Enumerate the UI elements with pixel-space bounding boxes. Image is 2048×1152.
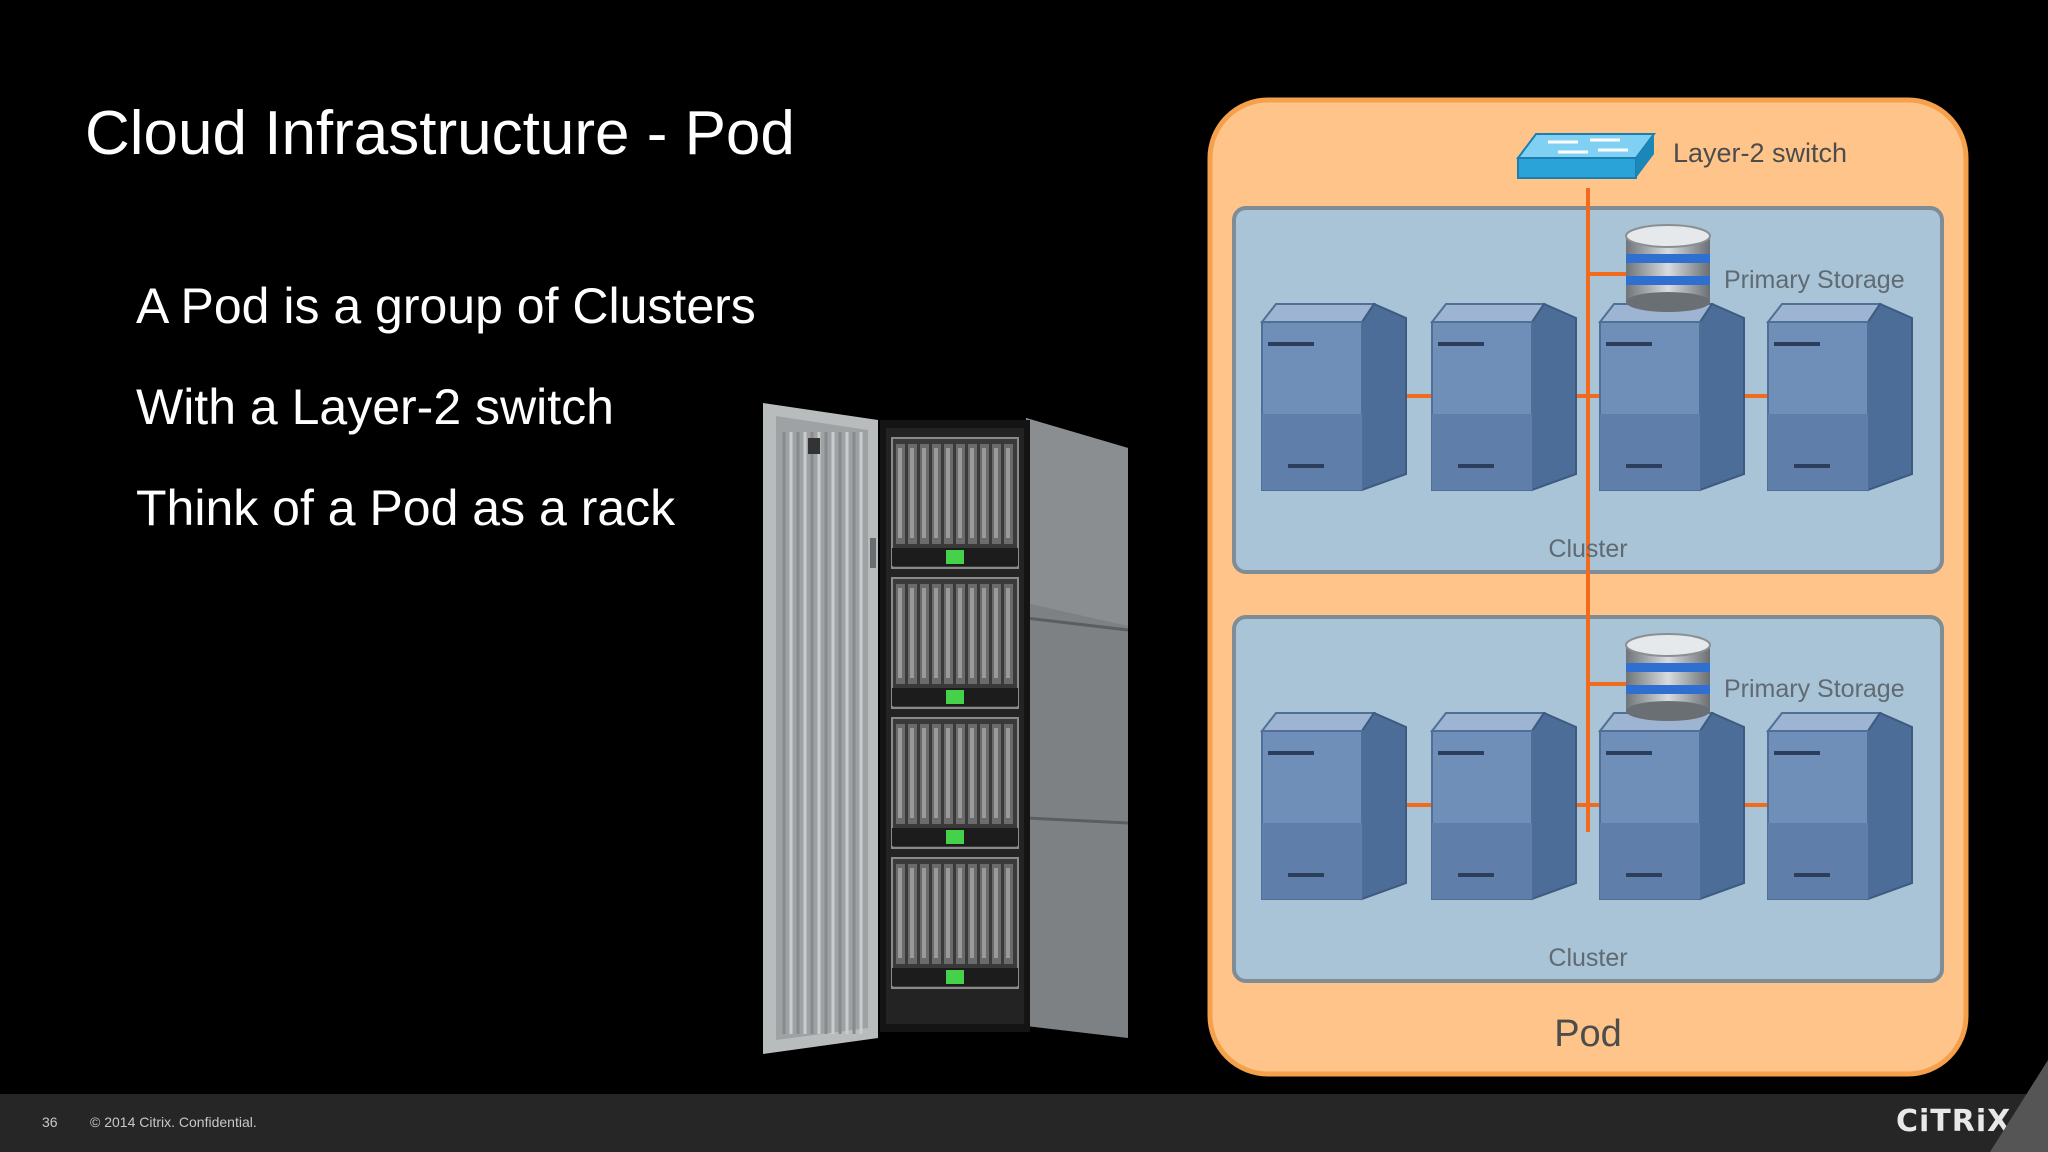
blade-chassis (891, 717, 1019, 849)
bullet-list: A Pod is a group of Clusters With a Laye… (136, 276, 756, 579)
slide-title: Cloud Infrastructure - Pod (85, 99, 795, 168)
server-icon (1765, 302, 1913, 492)
storage-database-icon (1625, 224, 1711, 312)
pod-label: Pod (1554, 1013, 1622, 1055)
server-rack-image (763, 403, 1129, 1054)
storage-label: Primary Storage (1724, 675, 1905, 703)
blade-chassis (891, 857, 1019, 989)
bullet-item: A Pod is a group of Clusters (136, 278, 756, 334)
cluster-label: Cluster (1548, 944, 1627, 972)
cluster-label: Cluster (1548, 535, 1627, 563)
server-icon (1429, 711, 1577, 901)
server-icon (1259, 302, 1407, 492)
storage-label: Primary Storage (1724, 266, 1905, 294)
server-icon (1597, 302, 1745, 492)
copyright-text: © 2014 Citrix. Confidential. (90, 1114, 257, 1130)
bullet-item: Think of a Pod as a rack (136, 480, 676, 536)
switch-label: Layer-2 switch (1673, 138, 1847, 168)
footer-bar (0, 1094, 2048, 1152)
server-icon (1259, 711, 1407, 901)
blade-chassis (891, 577, 1019, 709)
corner-decoration (1990, 1060, 2048, 1152)
pod-diagram: Primary Storage Primary Storage Cluster … (1207, 97, 1969, 1077)
server-icon (1597, 711, 1745, 901)
server-icon (1765, 711, 1913, 901)
blade-chassis (891, 437, 1019, 569)
citrix-logo: CiTRiX (1896, 1104, 2012, 1139)
server-icon (1429, 302, 1577, 492)
storage-database-icon (1625, 633, 1711, 721)
bullet-item: With a Layer-2 switch (136, 379, 614, 435)
page-number: 36 (42, 1114, 58, 1130)
switch-icon (1516, 133, 1656, 179)
